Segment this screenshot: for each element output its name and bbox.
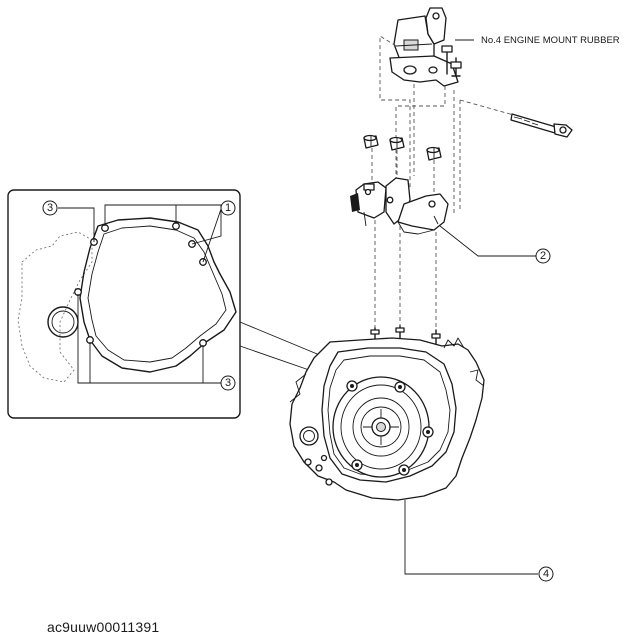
inset-connector-bottom	[239, 345, 313, 372]
callout-1: 1	[220, 200, 236, 216]
bellhousing-bolt-bosses	[346, 380, 434, 476]
nut-1	[363, 134, 379, 149]
inset-flange-inner	[87, 225, 227, 363]
leader-callout-2	[439, 225, 536, 257]
svg-text:3: 3	[225, 377, 231, 389]
callout-2: 2	[535, 248, 551, 264]
leader-callout-4	[404, 500, 538, 575]
detail-inset-frame	[7, 189, 241, 419]
bracket-alignment-lines	[371, 148, 437, 330]
svg-text:2: 2	[540, 250, 546, 262]
mount-bracket	[350, 177, 449, 235]
nut-3	[426, 146, 442, 161]
leader-callout-3-top	[58, 207, 95, 242]
detail-inset	[7, 189, 241, 419]
through-bolt	[510, 113, 573, 138]
callout-3-top: 3	[42, 200, 58, 216]
nut-2	[389, 136, 405, 151]
mount-base	[389, 55, 459, 87]
casing-seal	[299, 426, 319, 446]
inset-connector-top	[239, 321, 323, 357]
svg-text:1: 1	[225, 202, 231, 214]
svg-text:3: 3	[47, 202, 53, 214]
torque-converter	[332, 376, 430, 478]
svg-text:4: 4	[543, 568, 549, 580]
callout-3-bottom: 3	[220, 375, 236, 391]
leader-callout-3-bottom	[77, 294, 221, 384]
mount-ear	[425, 7, 447, 45]
mount-nuts	[363, 134, 442, 161]
figure-id: ac9uuw00011391	[47, 619, 160, 635]
inset-seal-ring-inner	[51, 310, 75, 334]
engine-mount-rubber	[389, 7, 462, 87]
transmission-assembly	[289, 325, 485, 501]
callout-4: 4	[538, 566, 554, 582]
inset-seal-ring-outer	[47, 306, 79, 338]
leader-callout-1-c	[202, 208, 222, 263]
inset-casing-ghost	[17, 231, 93, 383]
inset-flange-outline	[79, 217, 237, 373]
engine-mount-label: No.4 ENGINE MOUNT RUBBER	[481, 35, 620, 46]
